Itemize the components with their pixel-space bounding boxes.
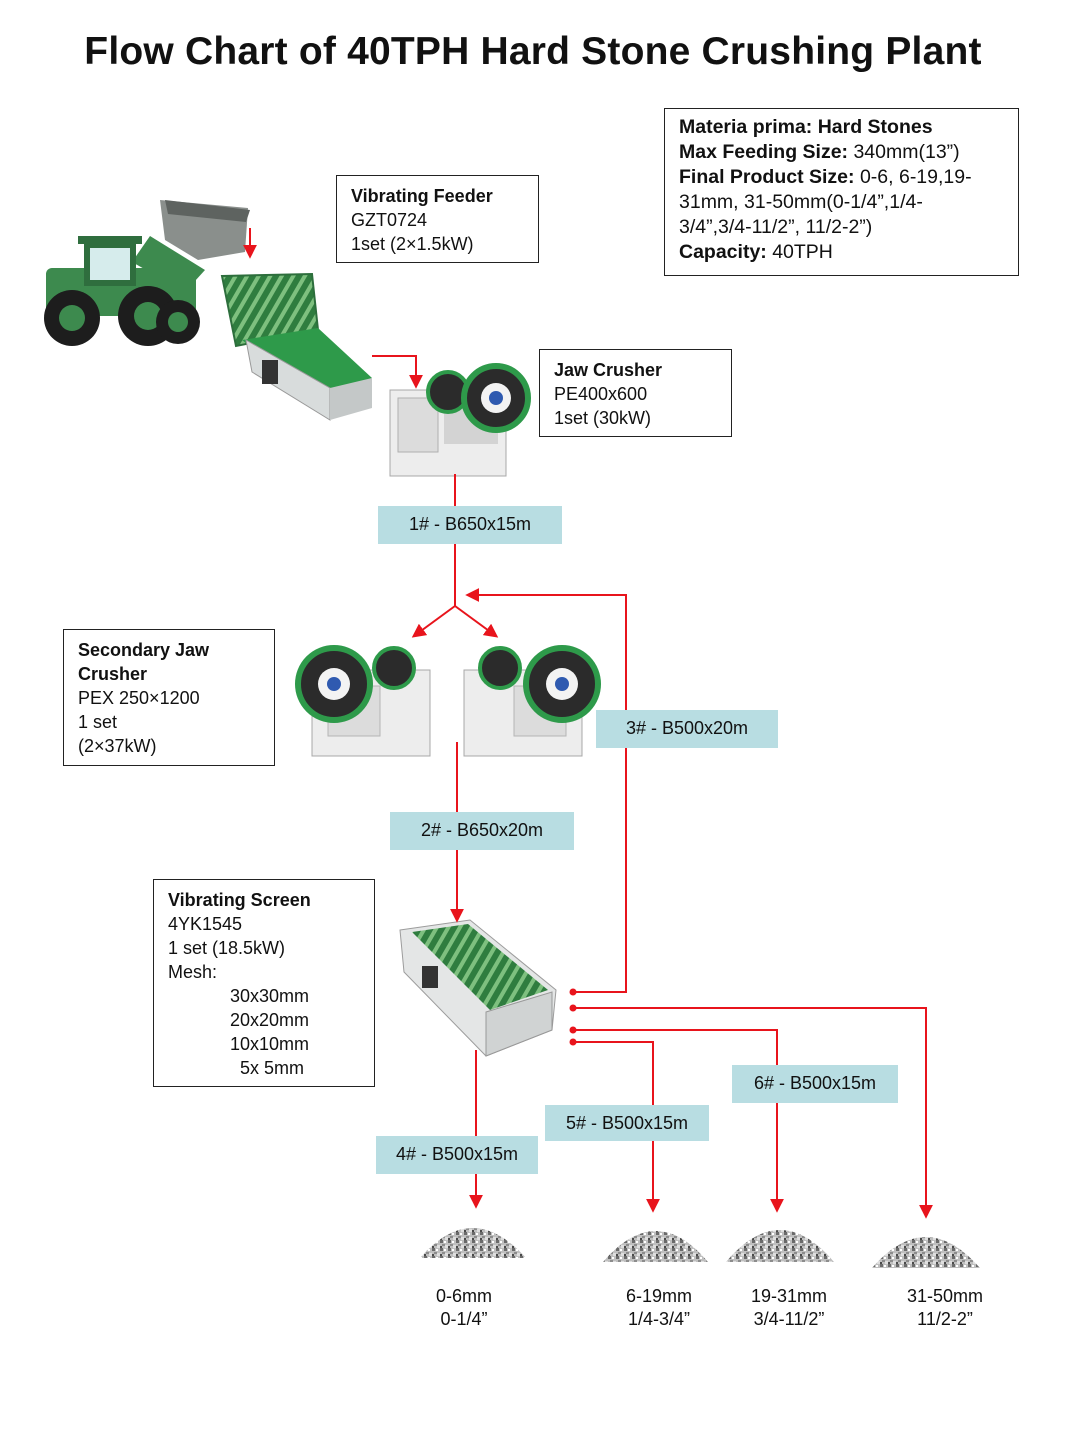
screen-mesh-4: 5x 5mm [240, 1058, 305, 1078]
secondary-jaw-crusher-left-icon [295, 645, 431, 757]
belt-label-5: 5# - B500x15m [545, 1105, 709, 1141]
belt-label-4: 4# - B500x15m [376, 1136, 538, 1174]
secondary-jaw-crusher-right-icon [463, 645, 601, 757]
gravel-pile-1-icon [420, 1228, 526, 1258]
spec-feed-value: 340mm(13”) [848, 141, 960, 163]
jaw-crusher-box: Jaw Crusher PE400x600 1set (30kW) [539, 349, 732, 437]
screen-qty: 1 set (18.5kW) [168, 938, 286, 958]
belt-label-3: 3# - B500x20m [596, 710, 778, 748]
product-4-inch: 11/2-2” [917, 1309, 973, 1329]
feeder-qty: 1set (2×1.5kW) [351, 234, 474, 254]
product-3-inch: 3/4-11/2” [753, 1309, 825, 1329]
product-4-mm: 31-50mm [906, 1286, 984, 1306]
screen-outlet-dots [569, 988, 577, 1046]
spec-box: Materia prima: Hard Stones Max Feeding S… [664, 108, 1019, 276]
page-title: Flow Chart of 40TPH Hard Stone Crushing … [84, 30, 982, 73]
screen-name: Vibrating Screen [168, 890, 311, 910]
screen-mesh-3: 10x10mm [230, 1034, 310, 1054]
belt-label-1: 1# - B650x15m [378, 506, 562, 544]
secondary-crusher-name-1: Secondary Jaw [78, 640, 210, 660]
spec-final-value-1: 0-6, 6-19,19- [854, 166, 972, 188]
gravel-pile-2-icon [603, 1231, 708, 1262]
screen-mesh-2: 20x20mm [230, 1010, 310, 1030]
vibrating-screen-box: Vibrating Screen 4YK1545 1 set (18.5kW) … [153, 879, 375, 1087]
arrow-product-6 [574, 1029, 784, 1213]
spec-capacity-value: 40TPH [766, 241, 833, 263]
secondary-crusher-box: Secondary Jaw Crusher PEX 250×1200 1 set… [63, 629, 275, 766]
jaw-crusher-qty: 1set (30kW) [554, 408, 652, 428]
secondary-crusher-model: PEX 250×1200 [78, 688, 200, 708]
product-label-1: 0-6mm 0-1/4” [399, 1285, 529, 1331]
secondary-crusher-power: (2×37kW) [78, 736, 157, 756]
belt-label-2: 2# - B650x20m [390, 812, 574, 850]
screen-model: 4YK1545 [168, 914, 243, 934]
arrow-return-loop [465, 588, 627, 993]
product-label-3: 19-31mm 3/4-11/2” [724, 1285, 854, 1331]
product-2-mm: 6-19mm [625, 1286, 692, 1306]
jaw-crusher-model: PE400x600 [554, 384, 648, 404]
belt-label-6: 6# - B500x15m [732, 1065, 898, 1103]
product-label-2: 6-19mm 1/4-3/4” [594, 1285, 724, 1331]
arrow-split-right [454, 605, 499, 638]
vibrating-screen-icon [399, 919, 557, 1057]
product-2-inch: 1/4-3/4” [627, 1309, 691, 1329]
gravel-pile-4-icon [872, 1237, 980, 1268]
arrow-feeder-to-jaw [372, 355, 423, 389]
spec-raw-material: Materia prima: Hard Stones [679, 116, 933, 138]
screen-mesh-label: Mesh: [168, 962, 218, 982]
feeder-model: GZT0724 [351, 210, 428, 230]
feeder-box: Vibrating Feeder GZT0724 1set (2×1.5kW) [336, 175, 539, 263]
vibrating-feeder-icon [220, 272, 372, 421]
spec-final-value-2: 31mm, 31-50mm(0-1/4”,1/4- [679, 191, 923, 213]
spec-feed-label: Max Feeding Size: [679, 141, 849, 163]
spec-final-value-3: 3/4”,3/4-11/2”, 11/2-2”) [679, 216, 873, 238]
wheel-loader-icon [44, 200, 250, 346]
arrow-product-oversize [574, 1007, 933, 1219]
secondary-crusher-name-2: Crusher [78, 664, 148, 684]
spec-final-label: Final Product Size: [679, 166, 855, 188]
arrow-split-left [411, 605, 456, 638]
spec-capacity-label: Capacity: [679, 241, 767, 263]
gravel-pile-3-icon [726, 1230, 834, 1262]
secondary-crusher-qty: 1 set [78, 712, 118, 732]
jaw-crusher-icon [389, 363, 531, 477]
feeder-name: Vibrating Feeder [351, 186, 493, 206]
product-3-mm: 19-31mm [750, 1286, 828, 1306]
product-1-inch: 0-1/4” [440, 1309, 488, 1329]
product-1-mm: 0-6mm [435, 1286, 492, 1306]
jaw-crusher-name: Jaw Crusher [554, 360, 663, 380]
arrow-product-5 [574, 1041, 660, 1213]
product-label-4: 31-50mm 11/2-2” [880, 1285, 1010, 1331]
screen-mesh-1: 30x30mm [230, 986, 310, 1006]
